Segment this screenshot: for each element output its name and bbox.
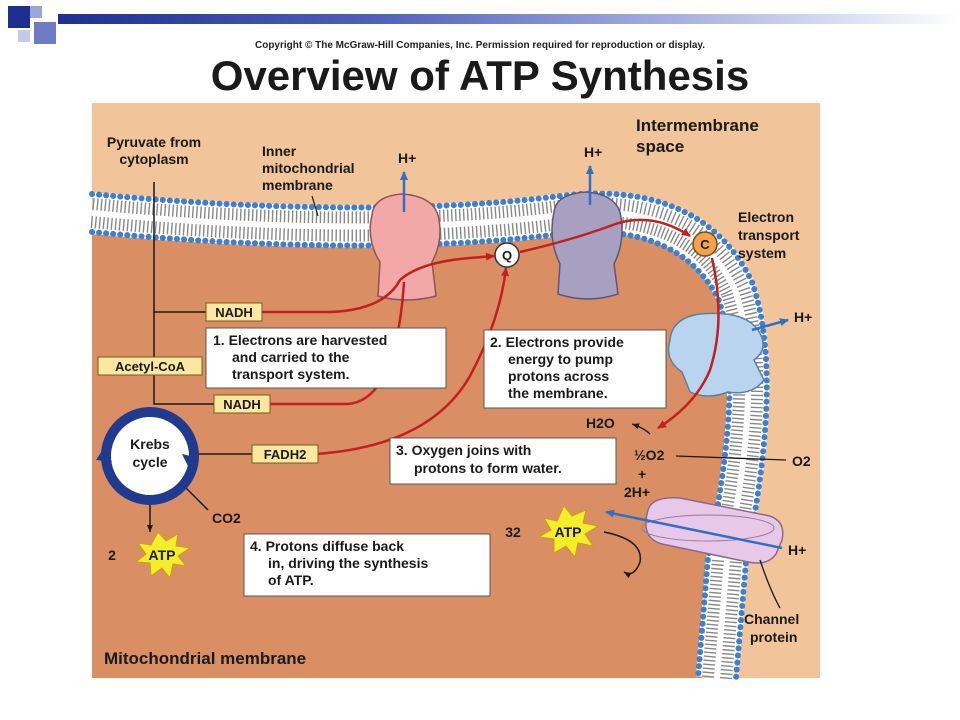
q-carrier (494, 242, 520, 268)
electron-path-q-to-c (519, 218, 691, 254)
membrane-heads-inner (89, 228, 733, 681)
nadh-box-2 (213, 394, 271, 414)
krebs-label-line-2: cycle (132, 454, 167, 470)
copyright-notice: Copyright © The McGraw-Hill Companies, I… (254, 40, 706, 51)
deco-square-2 (30, 6, 42, 18)
h-plus-arrow-3 (751, 318, 789, 332)
step-1-line-3: transport system. (232, 366, 349, 382)
step-3-box (389, 437, 617, 485)
ets-label-line-2: transport (738, 227, 800, 243)
proton-pump-2 (551, 191, 623, 300)
step-2-line-3: protons across (508, 368, 609, 384)
plus-label: + (638, 466, 646, 482)
atp-synthase-stalk (641, 514, 775, 542)
h-plus-arrow-channel (605, 509, 783, 550)
o2-label: O2 (792, 453, 811, 469)
co2-label: CO2 (212, 510, 241, 526)
atp-star-small (134, 531, 192, 580)
c-carrier (692, 231, 718, 257)
atp-synthesis-curve (603, 531, 642, 579)
step-4-line-2: in, driving the synthesis (268, 555, 428, 571)
mitochondrial-membrane-label: Mitochondrial membrane (104, 649, 306, 668)
page-title: Overview of ATP Synthesis (210, 52, 750, 99)
electron-path-c-to-oxygen (657, 257, 720, 430)
atp-count-large: 32 (505, 524, 521, 540)
electron-path-nadh-1 (262, 252, 495, 314)
acetyl-coa-box (97, 356, 203, 376)
step-1-line-2: and carried to the (232, 349, 350, 365)
step-3-line-1: 3. Oxygen joins with (396, 442, 531, 458)
atp-label-large: ATP (555, 524, 582, 540)
atp-label-small: ATP (149, 547, 176, 563)
ets-label-line-1: Electron (738, 209, 794, 225)
channel-protein-label-line-2: protein (750, 629, 797, 645)
half-o2-label: ½O2 (634, 447, 665, 463)
inner-membrane-label-line-1: Inner (262, 143, 297, 159)
step-1-box (205, 327, 447, 389)
step-4-box (243, 533, 491, 597)
pyruvate-label-line-2: cytoplasm (119, 151, 188, 167)
deco-square-4 (34, 22, 56, 44)
oxygen-line (675, 455, 787, 461)
nadh-box-1 (205, 302, 263, 322)
intermembrane-label-line-1: Intermembrane (636, 116, 759, 135)
step-2-line-2: energy to pump (508, 351, 613, 367)
deco-square-1 (8, 6, 30, 28)
step-3-line-2: protons to form water. (414, 460, 562, 476)
water-label: H2O (586, 415, 615, 431)
atp-count-small: 2 (108, 547, 116, 563)
inner-membrane-label-line-2: mitochondrial (262, 160, 355, 176)
krebs-cycle-arrowhead-2 (182, 454, 198, 470)
membrane-heads-outer (89, 190, 770, 681)
channel-protein-label-line-1: Channel (744, 611, 799, 627)
intermembrane-label-line-2: space (636, 137, 684, 156)
krebs-label-line-1: Krebs (130, 436, 170, 452)
step-2-box (483, 329, 667, 409)
step-4-line-1: 4. Protons diffuse back (250, 538, 404, 554)
ets-label-line-3: system (738, 245, 786, 261)
electron-path-fadh2 (315, 267, 510, 456)
step-2-line-1: 2. Electrons provide (490, 334, 624, 350)
fadh2-box (251, 444, 319, 464)
deco-square-3 (18, 30, 30, 42)
atp-star-large (537, 505, 600, 559)
step-2-line-4: the membrane. (508, 385, 608, 401)
krebs-to-co2-line (185, 487, 209, 511)
q-label: Q (502, 248, 512, 263)
water-arrow (631, 423, 651, 435)
h-plus-label-3: H+ (794, 309, 812, 325)
proton-pump-3 (667, 312, 765, 397)
membrane-label-pointer (311, 195, 319, 217)
nadh-label-2: NADH (223, 397, 261, 412)
two-h-plus-label: 2H+ (624, 484, 650, 500)
step-4-line-3: of ATP. (268, 572, 314, 588)
step-1-line-1: 1. Electrons are harvested (213, 332, 387, 348)
membrane-inner-core (91, 209, 752, 679)
h-plus-label-2: H+ (584, 144, 602, 160)
h-plus-label-channel: H+ (788, 542, 806, 558)
krebs-cycle-arrowhead (96, 448, 112, 462)
nadh-label-1: NADH (215, 305, 253, 320)
channel-label-pointer (759, 559, 781, 609)
h-plus-label-1: H+ (398, 150, 416, 166)
pyruvate-label-line-1: Pyruvate from (107, 134, 201, 150)
proton-pump-1 (369, 193, 441, 301)
acetyl-coa-line (153, 312, 214, 405)
fadh2-label: FADH2 (264, 447, 307, 462)
deco-gradient-bar (58, 14, 960, 24)
acetyl-coa-label: Acetyl-CoA (115, 359, 186, 374)
c-label: C (700, 237, 710, 252)
inner-membrane-label-line-3: membrane (262, 177, 333, 193)
